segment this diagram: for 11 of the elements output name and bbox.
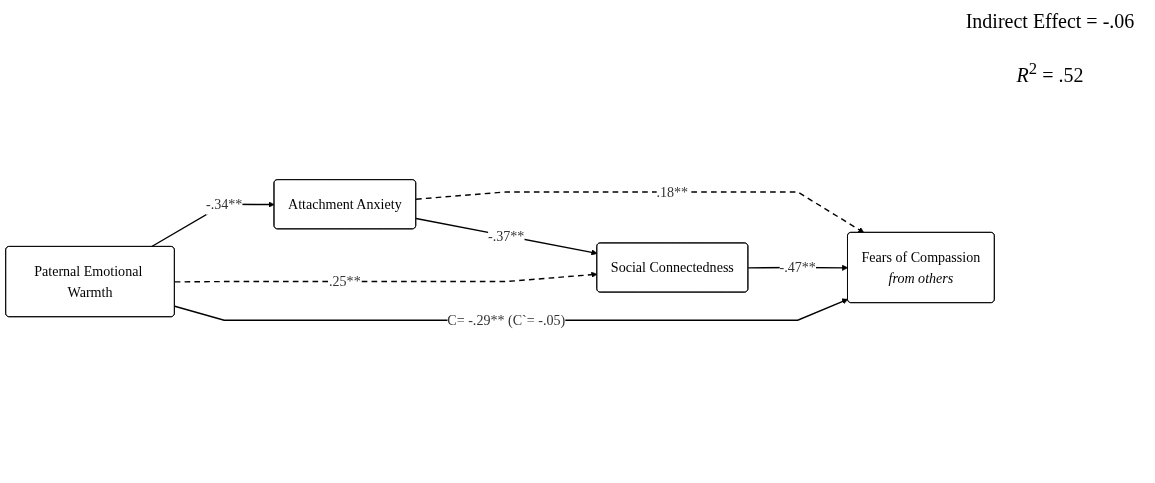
arrow	[415, 191, 865, 233]
arrow	[415, 217, 598, 256]
edge-label: .18**	[656, 183, 689, 200]
note-text: R$^{2}$ = .52	[1015, 59, 1085, 87]
note-text: Indirect Effect = -.06	[965, 10, 1135, 33]
edge-label: -.37**	[488, 227, 525, 244]
edge-label: C= -.29** (C`= -.05)	[447, 312, 566, 328]
edge-label: .25**	[329, 273, 361, 290]
edge-label: -.47**	[779, 259, 816, 276]
arrow	[174, 271, 598, 283]
edge-label: -.34**	[206, 196, 243, 212]
